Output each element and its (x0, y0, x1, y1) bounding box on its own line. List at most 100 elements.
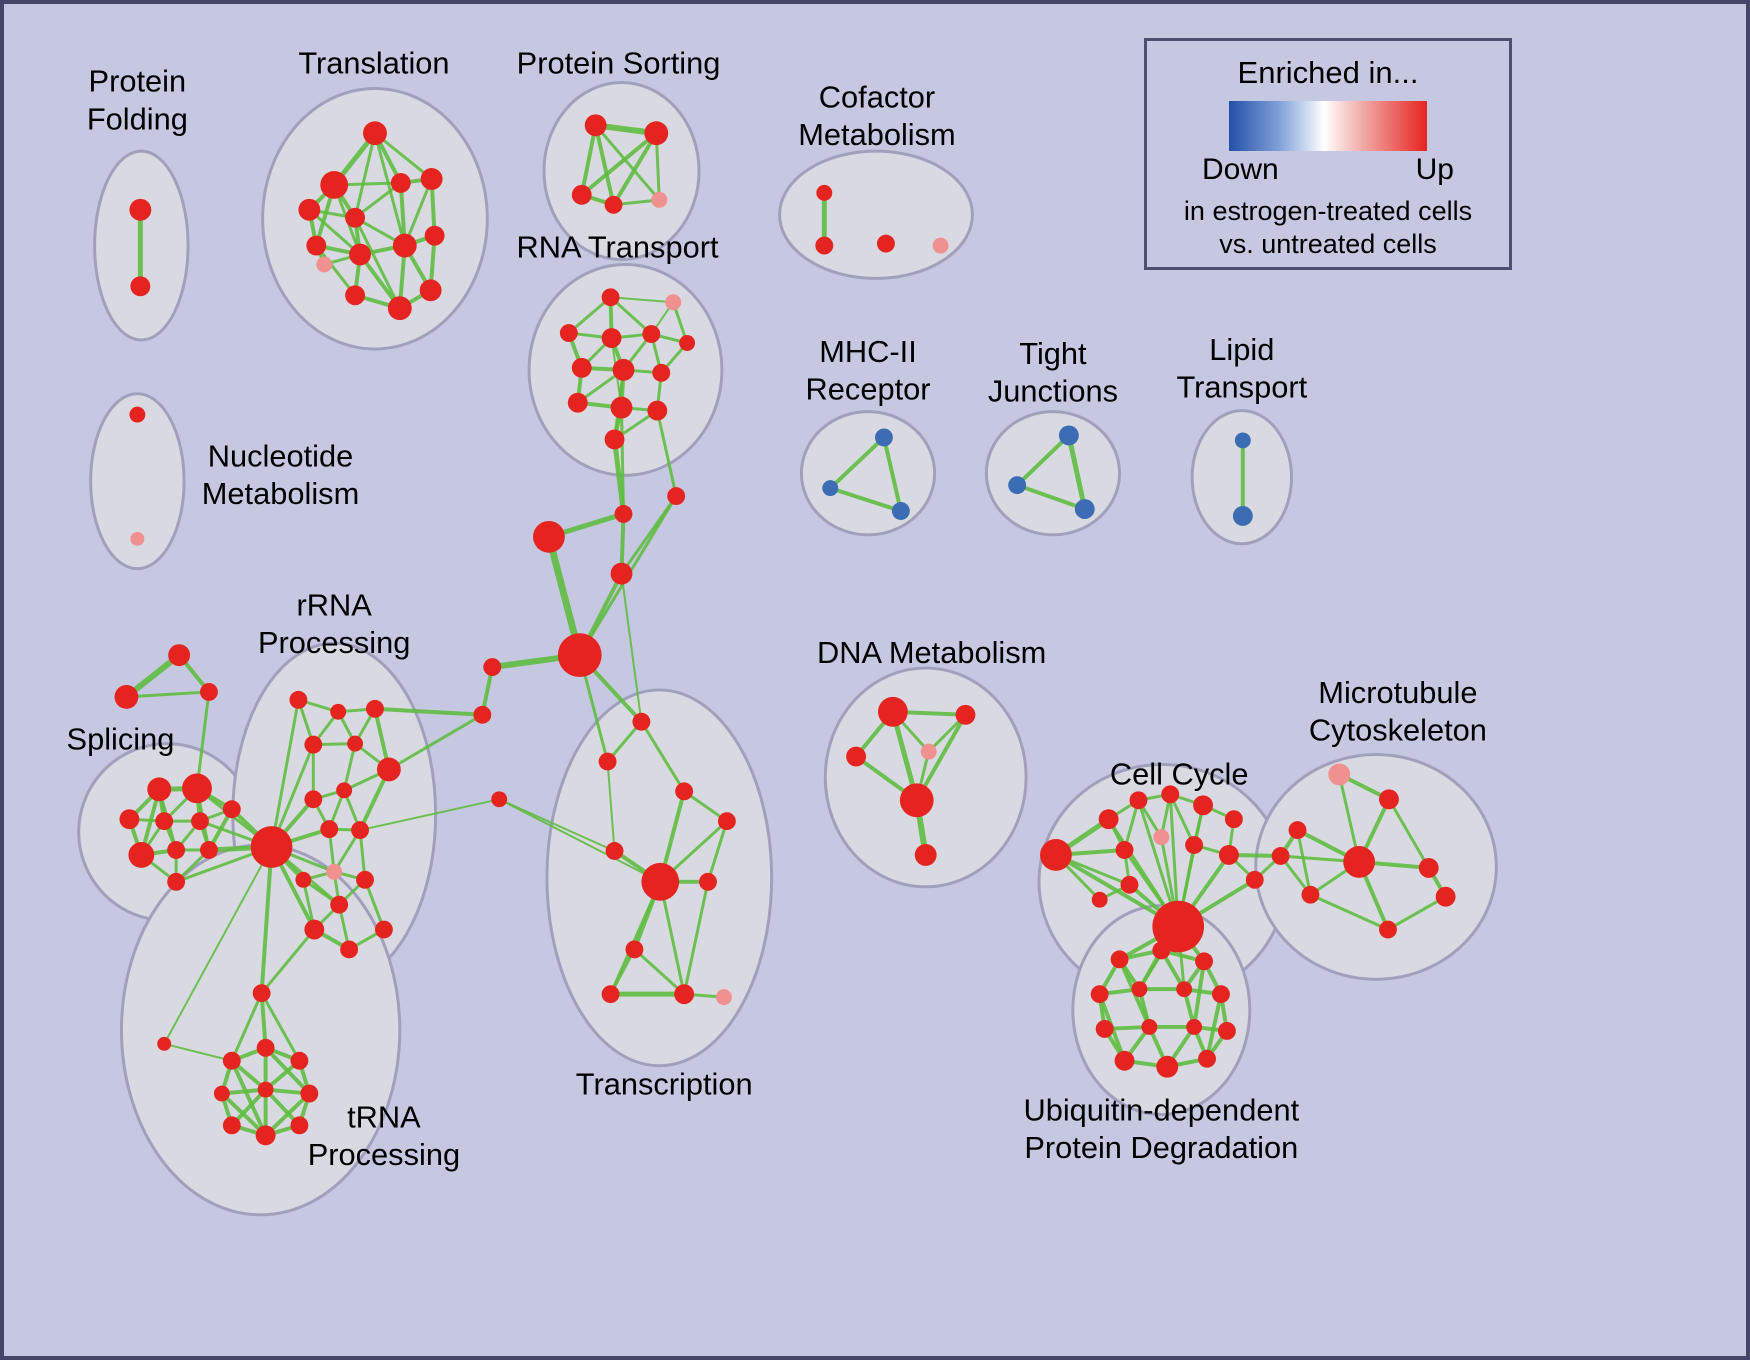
node-ps4 (604, 195, 623, 214)
node-rr1 (289, 690, 308, 709)
node-cc2 (1098, 809, 1119, 830)
node-rr17 (340, 940, 359, 959)
edge-t3-t8 (307, 208, 362, 257)
node-rt3 (559, 324, 578, 342)
node-mt5 (1418, 857, 1439, 878)
edge-x6-rr3 (372, 706, 485, 717)
cluster-label-lipid-transport-line1: Lipid (1209, 332, 1274, 367)
node-x4 (610, 562, 633, 585)
node-u3 (1195, 952, 1213, 971)
cluster-label-ubiquitin-degradation-line2: Protein Degradation (1024, 1130, 1298, 1165)
node-cm3 (876, 234, 895, 253)
node-cc13 (1245, 870, 1264, 889)
node-tr11 (157, 1036, 172, 1051)
node-s10 (167, 872, 186, 891)
cluster-label-translation-line1: Translation (298, 46, 449, 81)
legend-caption: in estrogen-treated cells vs. untreated … (1184, 195, 1472, 261)
node-u13 (1156, 1055, 1179, 1078)
edge-tx4-tx7 (706, 819, 729, 884)
edge-ps1-ps5 (594, 123, 661, 202)
node-x2 (667, 487, 686, 506)
node-u2 (1152, 941, 1171, 960)
node-rt12 (647, 400, 668, 421)
node-s8 (167, 841, 186, 859)
node-mt6 (1301, 885, 1320, 904)
node-cm4 (932, 237, 949, 254)
node-mt8 (1379, 920, 1397, 939)
cluster-label-protein-sorting-line1: Protein Sorting (517, 46, 721, 81)
cluster-ellipse-microtubule-cytoskeleton (1254, 753, 1498, 981)
node-t5 (420, 168, 443, 190)
node-mt7 (1435, 886, 1456, 907)
node-rr10 (320, 820, 339, 839)
node-mt3 (1288, 821, 1307, 840)
node-u12 (1114, 1050, 1135, 1071)
node-s9 (199, 841, 218, 859)
node-rt1 (601, 288, 620, 307)
node-lt1 (1234, 432, 1251, 449)
node-rt7 (571, 357, 592, 378)
edge-rr11-x7 (359, 798, 501, 832)
node-tr5 (213, 1085, 230, 1102)
node-b1 (1271, 847, 1290, 865)
node-dm1 (877, 696, 908, 727)
edge-cc4-cc9 (1168, 792, 1196, 847)
node-u6 (1176, 981, 1193, 998)
node-cc12 (1152, 900, 1205, 953)
node-dm2 (955, 704, 976, 725)
cluster-label-trna-processing-line1: tRNA (347, 1099, 421, 1134)
edge-rt1-rt2 (609, 296, 675, 304)
node-cm2 (815, 236, 834, 255)
edge-tx6-tx10 (658, 880, 686, 996)
node-cc8 (1153, 829, 1170, 846)
edge-tr2-tr9 (229, 1058, 268, 1138)
node-cc14 (1091, 891, 1108, 908)
node-tr8 (222, 1116, 241, 1135)
node-u14 (1198, 1049, 1216, 1068)
edge-tr11-tr2 (163, 1042, 233, 1062)
node-cc6 (1224, 810, 1243, 829)
node-u5 (1131, 981, 1148, 998)
node-pf2 (130, 276, 151, 297)
edge-mt3-mt6 (1296, 828, 1312, 897)
cluster-label-microtubule-cytoskeleton-line2: Cytoskeleton (1309, 713, 1487, 748)
node-cc7 (1115, 841, 1134, 859)
edge-t7-t11 (314, 244, 357, 297)
node-dm4 (920, 743, 937, 760)
edge-rr7-tr1 (259, 845, 274, 996)
node-t8 (349, 243, 371, 266)
node-rt13 (604, 429, 625, 450)
node-rt11 (610, 396, 633, 419)
node-u7 (1212, 985, 1230, 1004)
node-t4 (390, 173, 411, 193)
edge-t1-t5 (373, 131, 434, 181)
node-rr14 (356, 870, 374, 889)
edge-x7-tx5 (498, 798, 616, 852)
node-rt9 (652, 363, 671, 382)
node-cc10 (1218, 845, 1239, 865)
edge-tr1-tr3 (259, 991, 268, 1050)
node-rr16 (304, 919, 325, 940)
edge-tx6-tx9 (609, 880, 662, 996)
node-u1 (1110, 950, 1129, 969)
node-x1 (614, 505, 633, 523)
node-tj1 (1058, 425, 1079, 446)
node-tx8 (625, 940, 644, 959)
node-rr13 (295, 871, 312, 888)
node-cc9 (1185, 836, 1204, 854)
edge-t5-t9 (403, 177, 434, 248)
node-t9 (392, 233, 417, 258)
edge-x7-tx6 (498, 798, 662, 883)
cluster-label-cofactor-metabolism-line2: Metabolism (798, 117, 955, 152)
edge-rt1-rt5 (609, 295, 653, 336)
node-t10 (424, 225, 445, 246)
edge-mh1-mh3 (881, 435, 903, 513)
edge-tj2-tj3 (1015, 483, 1087, 511)
node-u9 (1141, 1018, 1158, 1035)
edge-mh1-mh2 (828, 435, 886, 491)
edge-g3-s2 (195, 690, 211, 790)
node-rr4 (304, 735, 323, 754)
edge-t1-t6 (353, 131, 377, 220)
node-cc1 (1040, 839, 1072, 871)
node-tr4 (290, 1051, 309, 1070)
